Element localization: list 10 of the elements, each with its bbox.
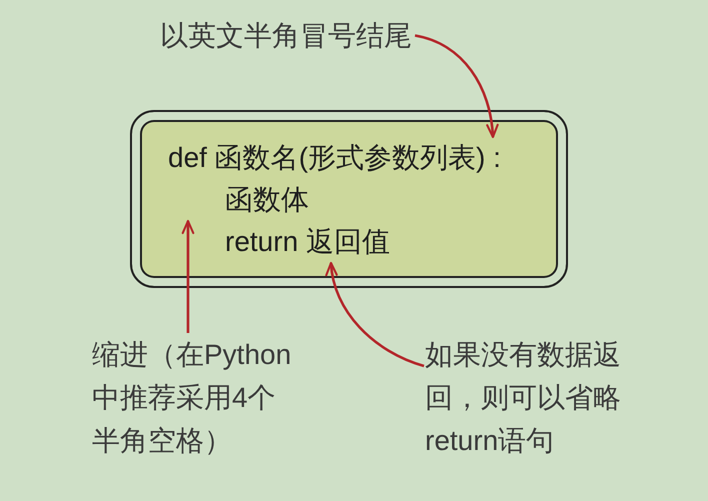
code-line: 函数体 xyxy=(168,179,309,221)
code-line: def 函数名(形式参数列表) : xyxy=(168,137,501,179)
annotation-text: 如果没有数据返回，则可以省略return语句 xyxy=(425,333,637,462)
code-box xyxy=(130,110,568,288)
annotation-text: 缩进（在Python中推荐采用4个半角空格） xyxy=(92,333,297,462)
annotation-arrow xyxy=(326,262,424,368)
annotation-arrow xyxy=(414,34,498,138)
code-line: return 返回值 xyxy=(225,221,390,263)
annotation-arrow xyxy=(182,220,194,333)
annotation-text: 以英文半角冒号结尾 xyxy=(160,14,412,57)
